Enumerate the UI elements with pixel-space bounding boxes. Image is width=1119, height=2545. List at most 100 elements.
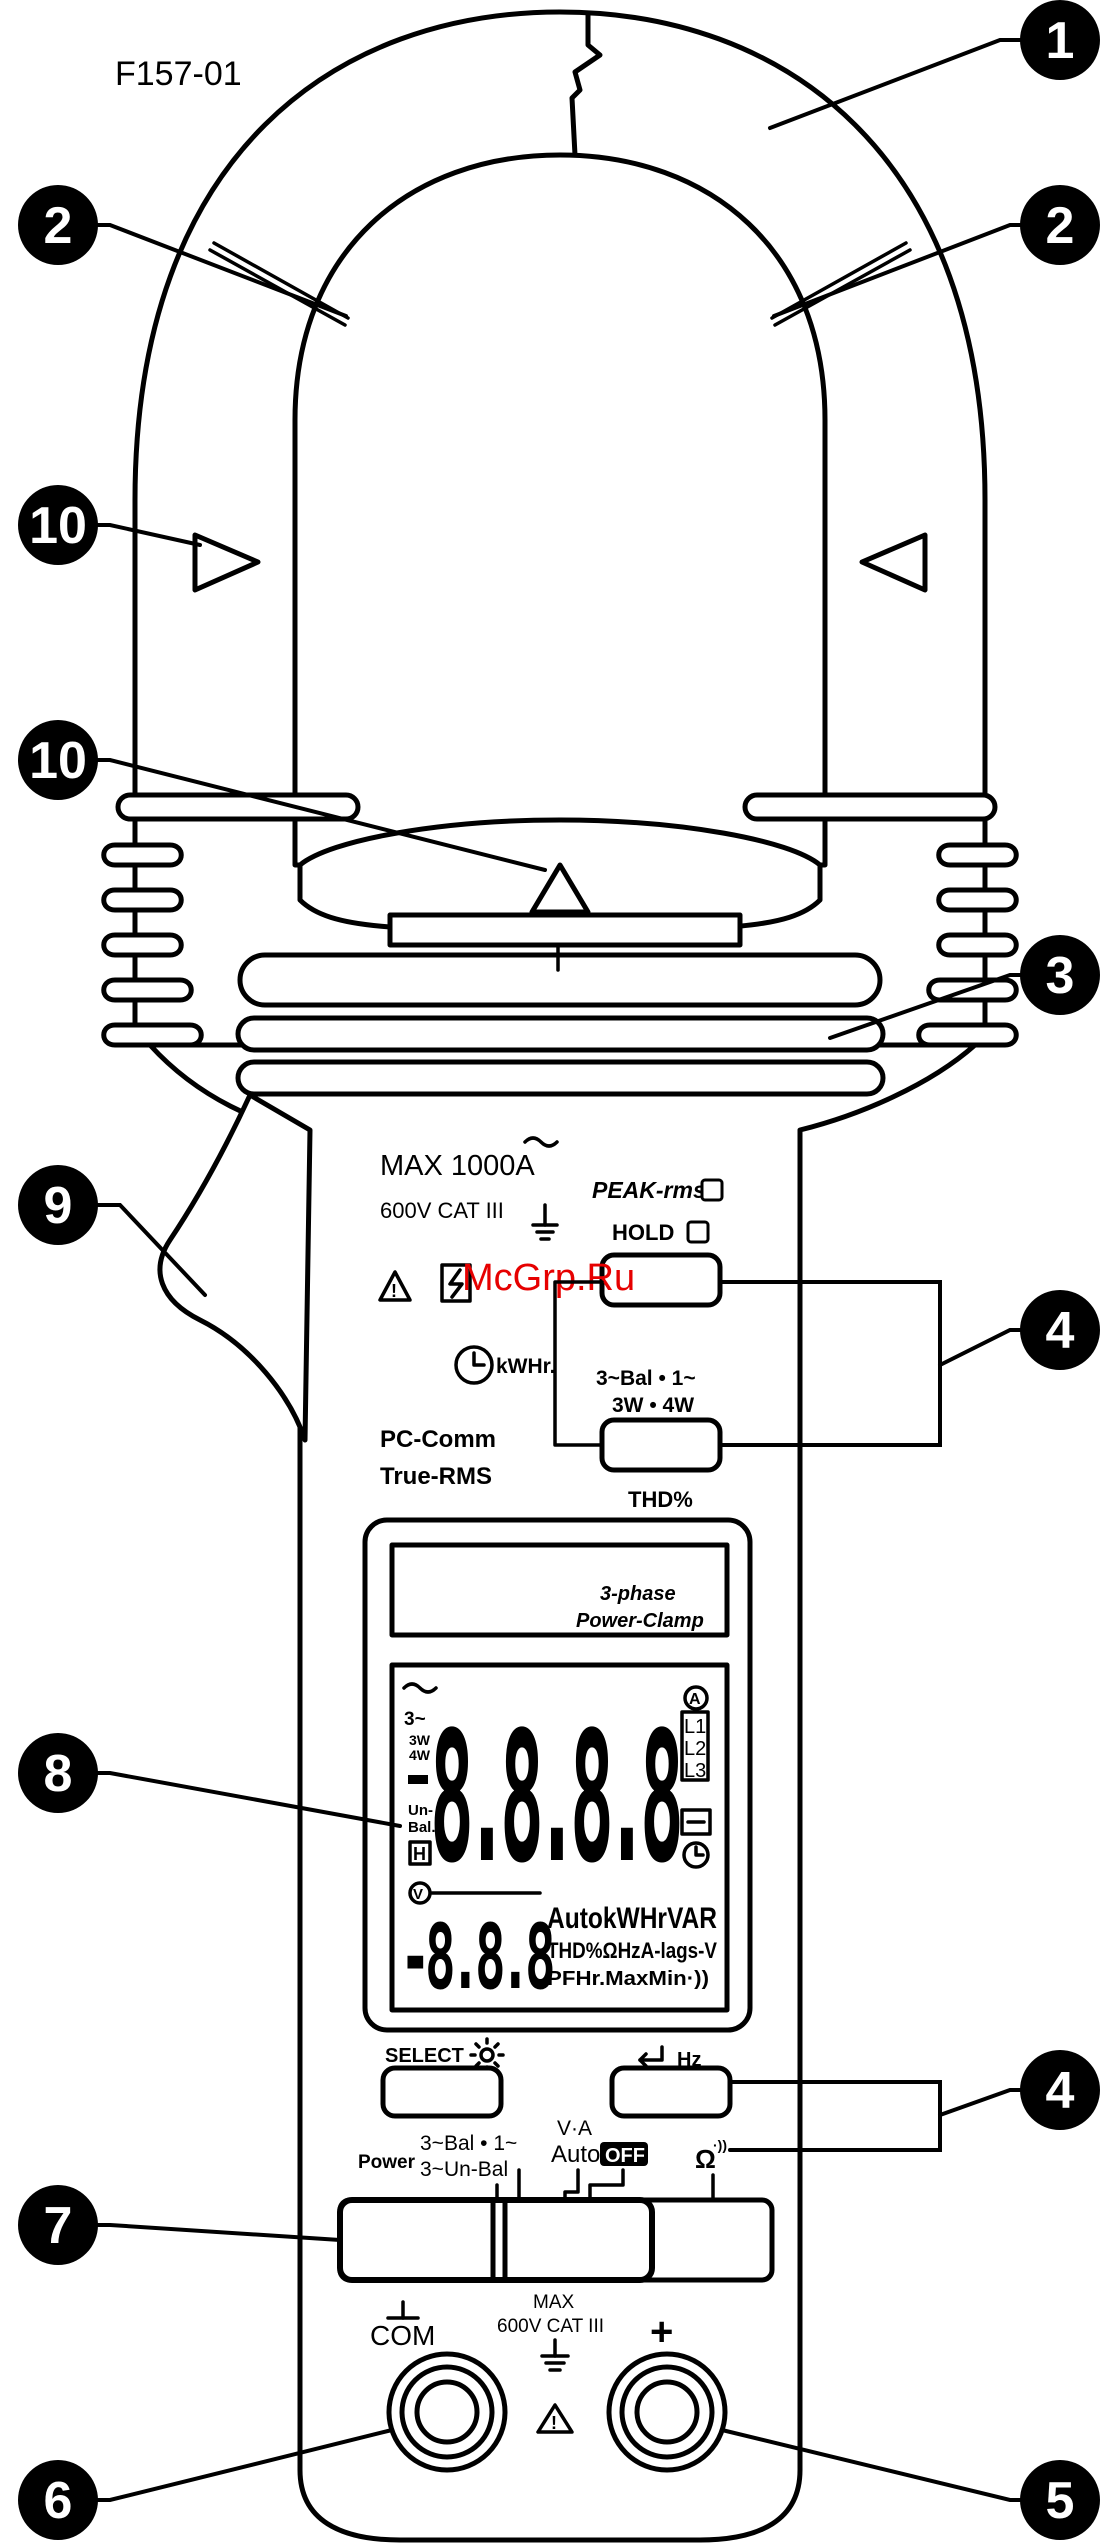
- lcd-row-1: AutokWHrVAR: [547, 1902, 717, 1935]
- lcd-ac-3: 3~: [404, 1709, 426, 1730]
- side-grips-right: [742, 792, 1019, 1048]
- jaw-marker-right: [859, 532, 928, 593]
- callout-2: 2: [18, 185, 98, 265]
- callout-number: 1: [1046, 12, 1075, 70]
- jaw-marker-bottom: [529, 862, 591, 915]
- high-voltage-icon: [440, 1263, 472, 1303]
- svg-text:!: !: [551, 2413, 557, 2433]
- lcd-3w: 3W: [409, 1732, 431, 1748]
- jack-cat: 600V CAT III: [497, 2316, 604, 2337]
- pc-comm-label: PC-Comm: [380, 1426, 496, 1453]
- callout-number: 2: [1046, 197, 1075, 255]
- callout-disc: [1020, 2050, 1100, 2130]
- callout-number: 3: [1046, 947, 1075, 1005]
- callout-number: 10: [29, 497, 87, 555]
- callout-number: 4: [1046, 2062, 1075, 2120]
- enter-icon: [638, 2045, 664, 2068]
- callout-disc: [1020, 185, 1100, 265]
- hand-guard: [235, 943, 886, 1097]
- callout-9: 9: [18, 1165, 98, 1245]
- side-grips-left: [101, 792, 361, 1048]
- select-label: SELECT: [385, 2045, 464, 2067]
- lcd-unbal-1: Un-: [408, 1802, 433, 1819]
- callout-number: 7: [44, 2197, 73, 2255]
- callout-disc: [18, 1733, 98, 1813]
- display-panel: 3-phase Power-Clamp 3~ 3W 4W Un- Bal. H …: [362, 1517, 753, 2033]
- rotary-switch[interactable]: [337, 2197, 775, 2283]
- svg-text:!: !: [391, 1281, 397, 1301]
- callout-disc: [1020, 2460, 1100, 2540]
- continuity-icon: ·)): [713, 2137, 727, 2153]
- callout-disc: [18, 1165, 98, 1245]
- switch-power: Power: [358, 2152, 416, 2173]
- lcd-unbal-2: Bal.: [408, 1819, 436, 1836]
- mode-button[interactable]: [599, 1417, 723, 1473]
- thd-label: THD%: [628, 1487, 693, 1512]
- callout-6: 6: [18, 2460, 98, 2540]
- callout-4: 4: [1020, 1290, 1100, 1370]
- lcd-l3: L3: [684, 1760, 706, 1782]
- callout-disc: [18, 485, 98, 565]
- callout-7: 7: [18, 2185, 98, 2265]
- lcd-screen: [389, 1662, 730, 2013]
- com-jack[interactable]: [386, 2351, 508, 2473]
- plus-label: +: [650, 2310, 673, 2354]
- callout-disc: [18, 720, 98, 800]
- callout-number: 5: [1046, 2472, 1075, 2530]
- hold-label: HOLD: [612, 1220, 674, 1245]
- lower-panel: SELECT Hz Power 3~Bal • 1~ 3~Un-Bal V·A …: [337, 2037, 775, 2283]
- positive-jack[interactable]: [606, 2351, 728, 2473]
- lcd-l2: L2: [684, 1738, 706, 1760]
- callout-3: 3: [1020, 935, 1100, 1015]
- phase-label-2: 3W • 4W: [612, 1394, 694, 1417]
- lcd-4w: 4W: [409, 1747, 431, 1763]
- callout-5: 5: [1020, 2460, 1100, 2540]
- callout-10: 10: [18, 720, 98, 800]
- lcd-clock-icon: [682, 1841, 710, 1869]
- callout-10: 10: [18, 485, 98, 565]
- select-button[interactable]: [380, 2065, 504, 2119]
- callout-disc: [1020, 0, 1100, 80]
- lcd-sub-digits: -8.8.8: [400, 1905, 553, 2010]
- callout-8: 8: [18, 1733, 98, 1813]
- jack-ground-symbol: [540, 2338, 570, 2372]
- callout-number: 8: [44, 1745, 73, 1803]
- input-jacks: COM MAX 600V CAT III ! +: [370, 2292, 728, 2473]
- clamp-jaw: [132, 9, 988, 1048]
- phase-label-1: 3~Bal • 1~: [596, 1367, 696, 1390]
- lcd-minus-seg: [408, 1775, 428, 1784]
- callout-2: 2: [1020, 185, 1100, 265]
- callout-number: 9: [44, 1177, 73, 1235]
- figure-id: F157-01: [115, 55, 242, 93]
- callout-number: 10: [29, 732, 87, 790]
- lcd-l1: L1: [684, 1716, 706, 1738]
- battery-icon: [680, 1808, 712, 1836]
- switch-va: V·A: [557, 2117, 592, 2140]
- callout-1: 1: [1020, 0, 1100, 80]
- switch-auto: Auto: [551, 2141, 600, 2168]
- jaw-marker-left: [192, 532, 261, 593]
- lcd-a-circle: A: [689, 1691, 701, 1708]
- callout-disc: [1020, 935, 1100, 1015]
- switch-ohm: Ω: [695, 2144, 716, 2174]
- jack-warning-icon: !: [536, 2403, 574, 2434]
- ground-symbol: [531, 1203, 559, 1241]
- callout-disc: [1020, 1290, 1100, 1370]
- lcd-row-3: PFHr.MaxMin·)): [547, 1968, 709, 1990]
- panel-line-1: 3-phase: [600, 1583, 676, 1605]
- com-label: COM: [370, 2320, 435, 2351]
- rating-max: MAX 1000A: [380, 1150, 535, 1182]
- jaw-trigger: [157, 1092, 313, 1443]
- rating-cat: 600V CAT III: [380, 1198, 504, 1223]
- kwhr-label: kWHr.: [496, 1355, 556, 1378]
- clock-icon: [454, 1345, 494, 1385]
- backlight-icon: [469, 2037, 505, 2073]
- callout-disc: [18, 185, 98, 265]
- callout-number: 2: [44, 197, 73, 255]
- com-ground-symbol: [386, 2300, 420, 2320]
- callout-number: 6: [44, 2472, 73, 2530]
- hz-button[interactable]: [609, 2065, 733, 2119]
- lcd-v-circle: V: [413, 1886, 423, 1903]
- warning-icon: !: [378, 1270, 412, 1302]
